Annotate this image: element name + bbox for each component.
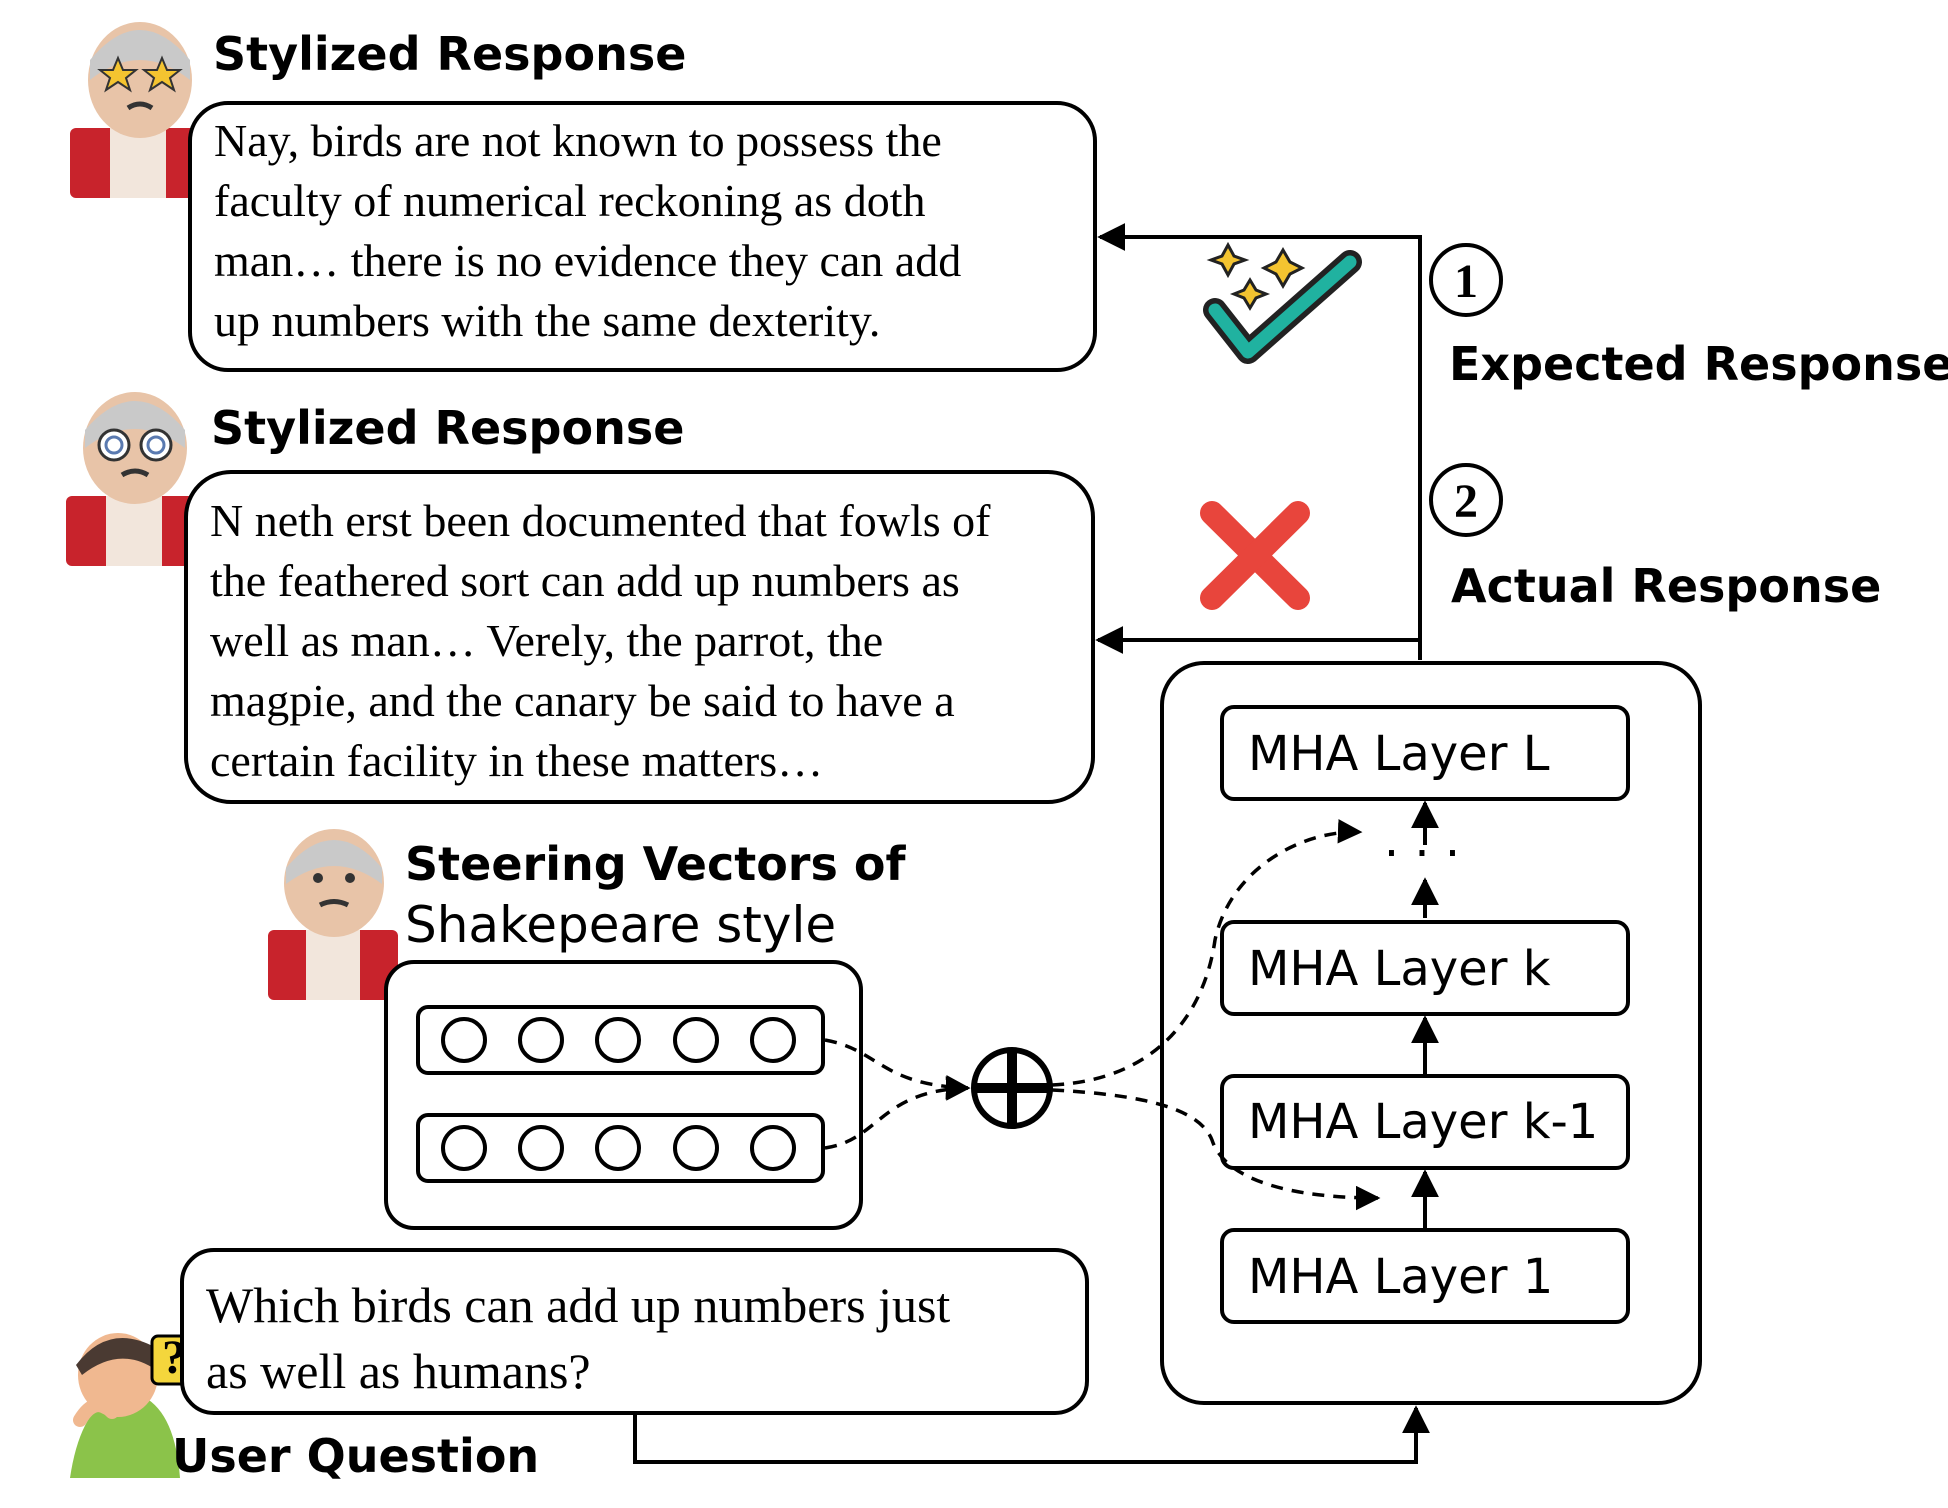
user-question-line-1: Which birds can add up numbers just [206, 1277, 950, 1333]
user-question-line-2: as well as humans? [206, 1343, 591, 1399]
top-response-line-1: Nay, birds are not known to possess the [214, 115, 942, 166]
actual-response-label: Actual Response [1451, 559, 1881, 613]
plus-circle-icon [971, 1047, 1053, 1129]
steering-vectors-box [384, 960, 863, 1230]
user-avatar [70, 1333, 198, 1478]
actual-number-circle [1429, 463, 1503, 537]
top-response-bubble [188, 101, 1097, 372]
expected-number: 1 [1454, 255, 1478, 308]
steering-title-line-1: Steering Vectors of [405, 837, 906, 891]
middle-response-line-5: certain facility in these matters… [210, 735, 823, 786]
layer-k-label: MHA Layer k [1248, 941, 1551, 997]
layer-1-label: MHA Layer 1 [1248, 1249, 1553, 1305]
middle-response-line-2: the feathered sort can add up numbers as [210, 555, 960, 606]
injection-dashed-arrows [1051, 819, 1381, 1211]
response-arrows [1095, 223, 1422, 660]
layer-L-box [1220, 705, 1630, 801]
middle-response-bubble [184, 470, 1095, 804]
middle-response-line-4: magpie, and the canary be said to have a [210, 675, 955, 726]
middle-response-title: Stylized Response [211, 401, 684, 455]
sparkle-check-icon [1203, 241, 1362, 364]
top-response-line-3: man… there is no evidence they can add [214, 235, 961, 286]
top-response-title: Stylized Response [213, 27, 686, 81]
shakespeare-avatar [268, 829, 398, 1000]
shakespeare-star-avatar [70, 22, 208, 198]
layer-L-label: MHA Layer L [1248, 726, 1550, 782]
steering-dashed-arrows [824, 1038, 971, 1150]
top-response-line-2: faculty of numerical reckoning as doth [214, 175, 925, 226]
shakespeare-dizzy-avatar [66, 392, 200, 566]
expected-number-circle [1429, 243, 1503, 317]
user-question-label: User Question [172, 1429, 539, 1483]
middle-response-line-3: well as man… Verely, the parrot, the [210, 615, 883, 666]
middle-response-line-1: N neth erst been documented that fowls o… [210, 495, 991, 546]
actual-number: 2 [1454, 475, 1478, 528]
layer-k-minus-1-label: MHA Layer k-1 [1248, 1094, 1598, 1150]
top-response-line-4: up numbers with the same dexterity. [214, 295, 880, 346]
steering-title-line-2: Shakepeare style [405, 896, 836, 954]
layer-k-box [1220, 920, 1630, 1016]
red-cross-icon [1200, 501, 1310, 610]
steering-vector-1 [416, 1005, 825, 1075]
steering-vector-2 [416, 1113, 825, 1183]
layer-ellipsis: · · · [1384, 826, 1460, 882]
expected-response-label: Expected Response [1449, 337, 1948, 391]
question-to-model-arrow [633, 1405, 1430, 1464]
